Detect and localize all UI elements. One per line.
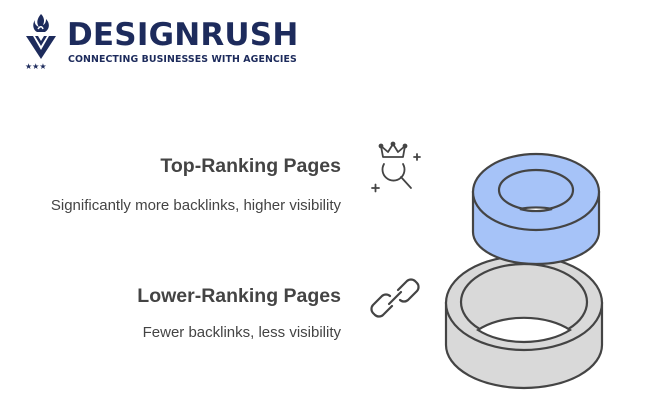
stage-description-top: Significantly more backlinks, higher vis… bbox=[50, 197, 341, 214]
stage-title-lower: Lower-Ranking Pages bbox=[137, 285, 341, 307]
designrush-logo: ★★★ DESIGNRUSH CONNECTING BUSINESSES WIT… bbox=[24, 12, 304, 72]
chain-link-icon bbox=[370, 278, 420, 318]
torch-emblem-icon: ★★★ bbox=[25, 14, 56, 70]
brand-tagline: CONNECTING BUSINESSES WITH AGENCIES bbox=[68, 54, 297, 65]
lower-ranking-ring bbox=[444, 254, 604, 390]
svg-text:★★★: ★★★ bbox=[25, 62, 47, 70]
stage-description-lower: Fewer backlinks, less visibility bbox=[142, 324, 341, 341]
crown-magnifier-icon bbox=[371, 141, 421, 193]
top-ranking-ring bbox=[471, 152, 601, 266]
stage-title-top: Top-Ranking Pages bbox=[160, 155, 341, 177]
brand-name: DESIGNRUSH bbox=[67, 17, 299, 53]
